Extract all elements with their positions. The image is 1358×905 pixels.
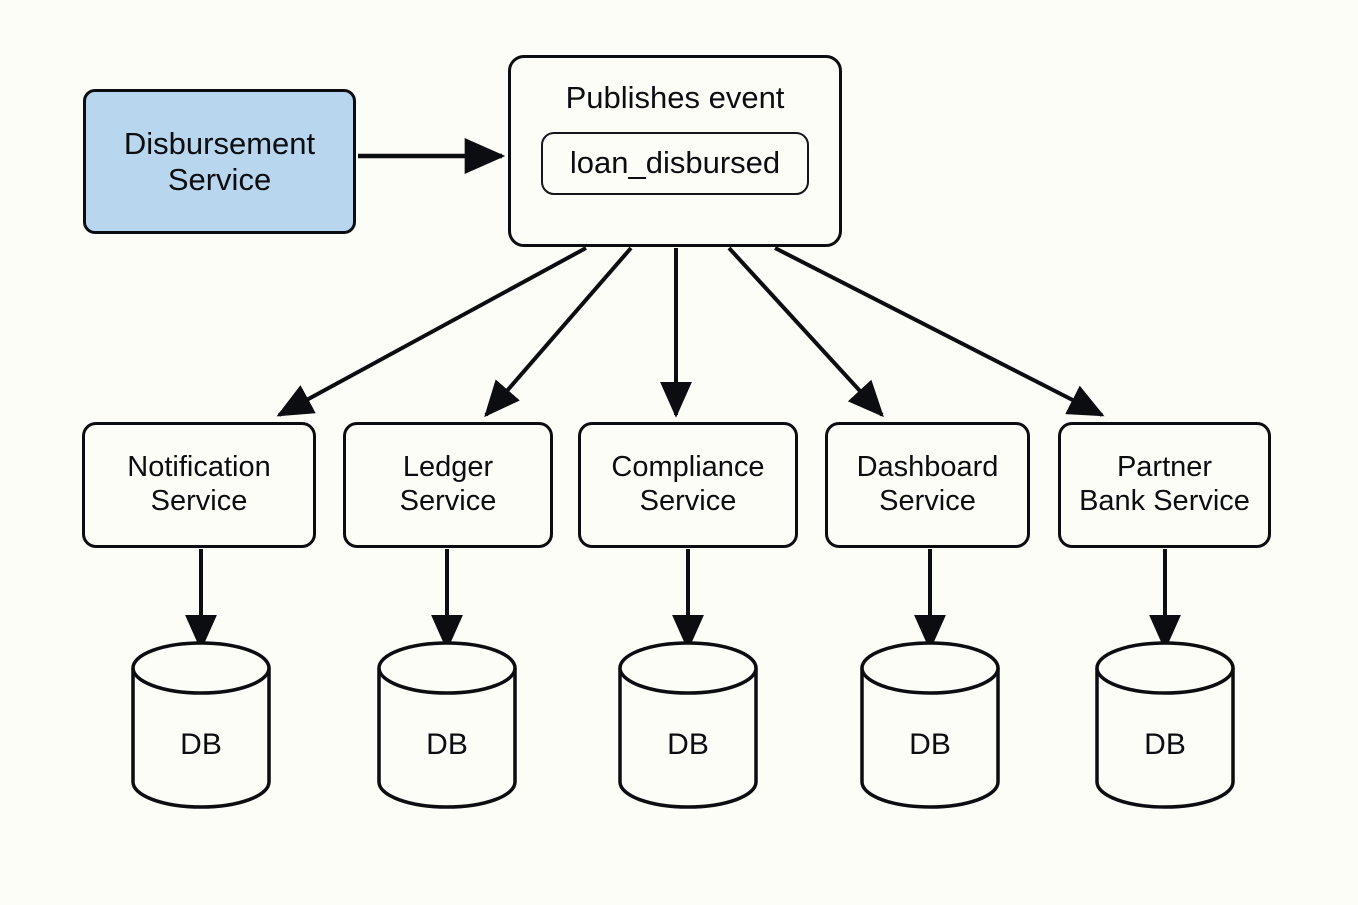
node-label-line2: Service (167, 161, 272, 197)
db-cylinder-ledger (377, 641, 517, 809)
edge-fanout-partner-bank (774, 246, 1105, 417)
node-label-line1: Dashboard (856, 451, 999, 484)
node-label-line1: Partner (1116, 451, 1213, 484)
db-label-notification: DB (180, 728, 222, 761)
node-label-line2: Service (639, 485, 737, 517)
node-partner-bank-service[interactable]: Partner Bank Service (1058, 422, 1271, 548)
db-cylinder-compliance (618, 641, 758, 809)
node-label-line2: Service (879, 485, 976, 517)
node-notification-service[interactable]: Notification Service (82, 422, 316, 548)
edge-fanout-notification (276, 246, 587, 417)
node-label-line2: Service (150, 485, 248, 517)
node-label-line2: Service (399, 485, 497, 517)
db-label-partner-bank: DB (1144, 728, 1186, 761)
publisher-title: Publishes event (565, 80, 785, 115)
edge-fanout-dashboard (727, 246, 884, 418)
db-label-compliance: DB (667, 728, 709, 761)
node-dashboard-service[interactable]: Dashboard Service (825, 422, 1030, 548)
node-disbursement-service[interactable]: Disbursement Service (83, 89, 356, 234)
edge-fanout-ledger (484, 246, 633, 418)
db-cylinder-dashboard (860, 641, 1000, 809)
node-label-line1: Disbursement (123, 125, 316, 161)
node-label-line1: Compliance (611, 451, 765, 484)
node-label-line1: Ledger (402, 451, 494, 484)
db-cylinder-notification (131, 641, 271, 809)
node-publishes-event[interactable]: Publishes event loan_disbursed (508, 55, 842, 247)
node-ledger-service[interactable]: Ledger Service (343, 422, 553, 548)
node-label-line2: Bank Service (1079, 485, 1250, 517)
db-cylinder-partner-bank (1095, 641, 1235, 809)
db-label-ledger: DB (426, 728, 468, 761)
node-compliance-service[interactable]: Compliance Service (578, 422, 798, 548)
event-name-chip[interactable]: loan_disbursed (541, 131, 809, 195)
node-label-line1: Notification (127, 451, 271, 484)
db-label-dashboard: DB (909, 728, 951, 761)
